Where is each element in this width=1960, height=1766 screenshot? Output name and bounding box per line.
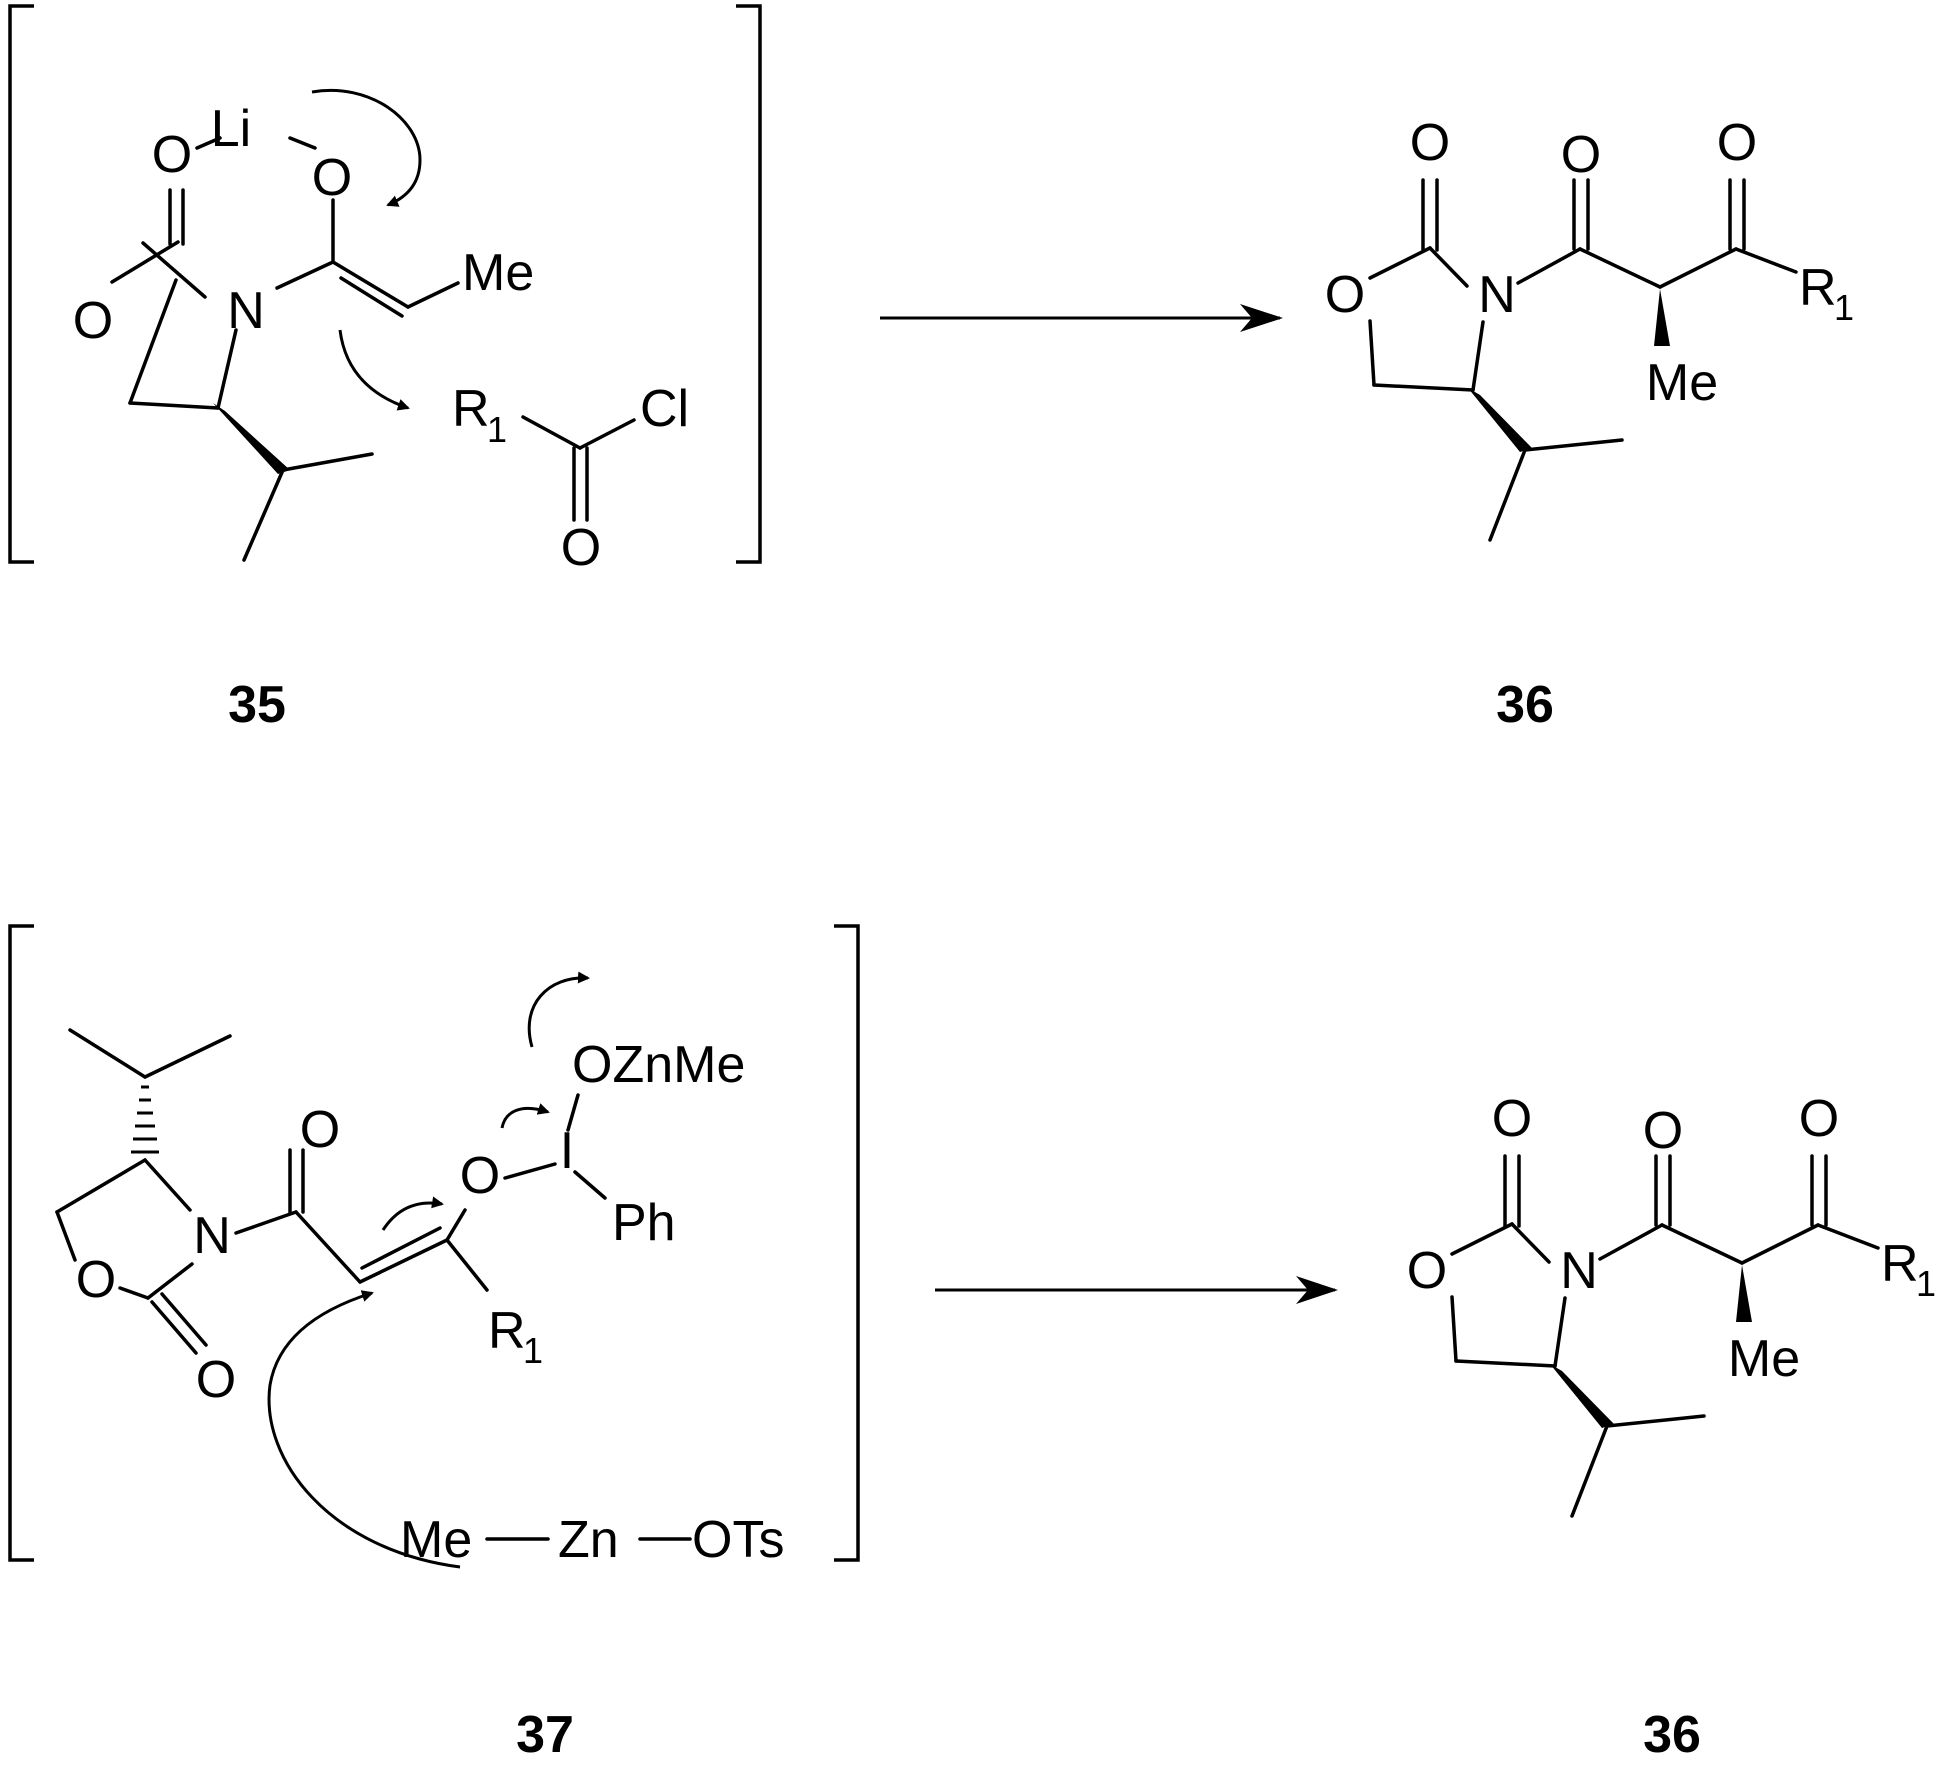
- atom-o-amide: O: [1643, 1102, 1683, 1160]
- atom-o-enol: O: [460, 1147, 500, 1205]
- atom-ots: OTs: [692, 1511, 784, 1569]
- atom-o-amide: O: [1561, 126, 1601, 184]
- atom-ph: Ph: [612, 1194, 676, 1252]
- right-bracket-top: [736, 4, 762, 564]
- atom-me: Me: [1728, 1330, 1800, 1388]
- atom-me: Me: [1646, 354, 1718, 412]
- intermediate-35: Li O O O N Me R 1 Cl O: [8, 4, 762, 577]
- compound-label-35: 35: [228, 676, 286, 734]
- compound-label-37: 37: [516, 1706, 574, 1764]
- atom-r1: R: [1881, 1235, 1919, 1293]
- atom-o-ring: O: [76, 1251, 116, 1309]
- atom-li: Li: [211, 100, 251, 158]
- atom-i: I: [560, 1122, 574, 1180]
- atom-zn: Zn: [558, 1511, 619, 1569]
- atom-r1: R: [488, 1302, 526, 1360]
- atom-cl: Cl: [640, 380, 689, 438]
- atom-r1-subscript: 1: [1834, 287, 1854, 328]
- atom-n: N: [227, 282, 265, 340]
- atom-o-ketone: O: [1799, 1090, 1839, 1148]
- atom-o-ketone: O: [1717, 114, 1757, 172]
- atom-o-ring: O: [1325, 266, 1365, 324]
- atom-o-ring: O: [73, 292, 113, 350]
- atom-r1-subscript: 1: [523, 1330, 543, 1371]
- product-36-top: O O O O N R 1 Me: [1325, 114, 1854, 542]
- atom-o-acyl: O: [561, 519, 601, 577]
- intermediate-37: O N O O O I Ph OZnMe R 1 Me Zn OTs: [8, 924, 860, 1569]
- product-36-bottom: O O O O N R 1 Me: [1407, 1090, 1936, 1518]
- right-bracket-bottom: [834, 924, 860, 1562]
- atom-r1: R: [1799, 259, 1837, 317]
- compound-label-36-top: 36: [1496, 676, 1554, 734]
- compound-label-36-bottom: 36: [1643, 1706, 1701, 1764]
- atom-ozn-me: OZnMe: [572, 1036, 745, 1094]
- atom-r1-subscript: 1: [487, 409, 507, 450]
- atom-r1-subscript: 1: [1916, 1263, 1936, 1304]
- atom-n: N: [1560, 1242, 1598, 1300]
- left-bracket-bottom: [8, 924, 34, 1562]
- atom-o-ring-carbonyl: O: [196, 1351, 236, 1409]
- atom-me: Me: [462, 244, 534, 302]
- left-bracket-top: [8, 4, 34, 564]
- atom-n: N: [193, 1207, 231, 1265]
- atom-o-carbonyl: O: [152, 126, 192, 184]
- atom-me-zn: Me: [400, 1511, 472, 1569]
- atom-o-enolate: O: [312, 149, 352, 207]
- atom-n: N: [1478, 266, 1516, 324]
- atom-o-ring-carbonyl: O: [1492, 1090, 1532, 1148]
- atom-r1: R: [452, 380, 490, 438]
- atom-o-ring-carbonyl: O: [1410, 114, 1450, 172]
- atom-o-amide: O: [300, 1101, 340, 1159]
- atom-o-ring: O: [1407, 1242, 1447, 1300]
